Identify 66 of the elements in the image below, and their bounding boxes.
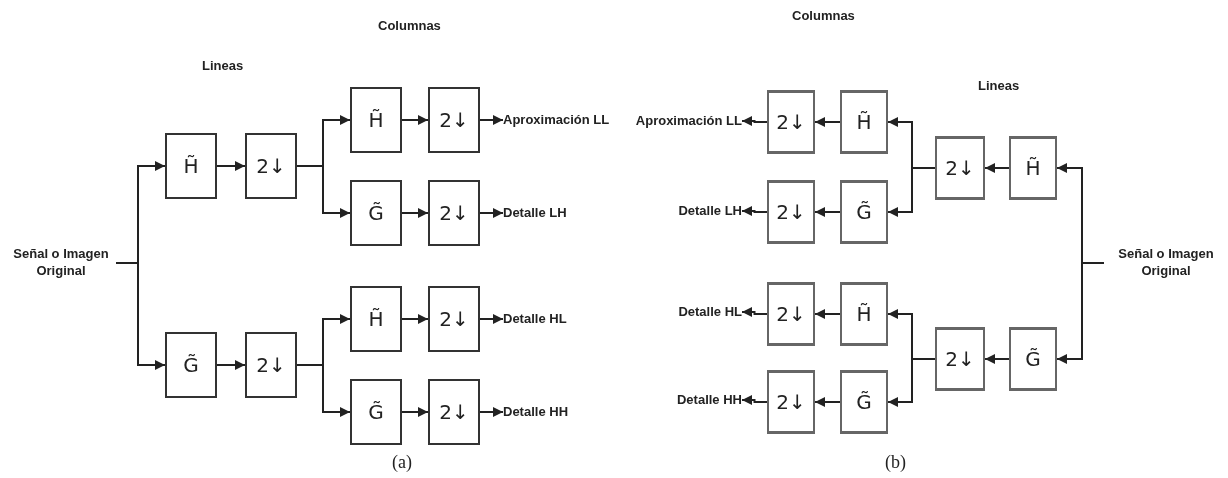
filter-box: H̃ [840,90,888,154]
arrow [216,360,246,370]
stage-heading: Lineas [202,58,244,73]
output-label: Detalle HL [678,303,742,321]
arrow [814,309,841,319]
filter-box: H̃ [165,133,217,199]
arrow [814,397,841,407]
filter-box: H̃ [840,282,888,346]
filter-box: 2↓ [428,379,480,445]
filter-box: H̃ [1009,136,1057,200]
arrow [814,117,841,127]
arrow [401,208,429,218]
arrow [479,407,504,417]
filter-box: H̃ [350,87,402,153]
arrow [401,407,429,417]
filter-box: 2↓ [428,286,480,352]
filter-box: 2↓ [245,332,297,398]
output-label: Detalle HH [676,391,742,409]
stage-heading: Lineas [978,78,1020,93]
output-label: Detalle LH [503,204,567,222]
arrow [401,115,429,125]
filter-box: G̃ [165,332,217,398]
arrow [741,206,768,216]
arrow [296,364,351,417]
output-label: Aproximación LL [635,112,742,130]
stage-heading: Columnas [792,8,855,23]
input-label: Señal o Imagen Original [1117,246,1215,280]
arrow [479,208,504,218]
output-label: Detalle HH [503,403,569,421]
arrow [741,116,768,126]
arrow [479,115,504,125]
filter-box: 2↓ [767,370,815,434]
stage-heading: Columnas [378,18,441,33]
filter-box: 2↓ [935,136,985,200]
filter-box: G̃ [350,379,402,445]
arrow [887,358,936,407]
panel-caption: (b) [885,452,906,473]
input-label: Señal o Imagen Original [12,246,110,280]
arrow [984,163,1010,173]
filter-box: 2↓ [935,327,985,391]
output-label: Detalle HL [503,310,567,328]
arrow [1056,262,1105,364]
filter-box: 2↓ [767,282,815,346]
arrow [115,262,166,370]
arrow [741,307,768,317]
filter-box: G̃ [350,180,402,246]
filter-box: 2↓ [767,90,815,154]
arrow [296,165,351,218]
filter-box: 2↓ [428,87,480,153]
filter-box: G̃ [840,370,888,434]
arrow [216,161,246,171]
filter-box: H̃ [350,286,402,352]
arrow [741,395,768,405]
panel-caption: (a) [392,452,412,473]
filter-box: G̃ [1009,327,1057,391]
filter-box: G̃ [840,180,888,244]
filter-box: 2↓ [428,180,480,246]
arrow [479,314,504,324]
filter-box: 2↓ [245,133,297,199]
arrow [814,207,841,217]
output-label: Detalle LH [678,202,742,220]
arrow [401,314,429,324]
arrow [887,167,936,217]
output-label: Aproximación LL [503,111,610,129]
arrow [984,354,1010,364]
filter-box: 2↓ [767,180,815,244]
